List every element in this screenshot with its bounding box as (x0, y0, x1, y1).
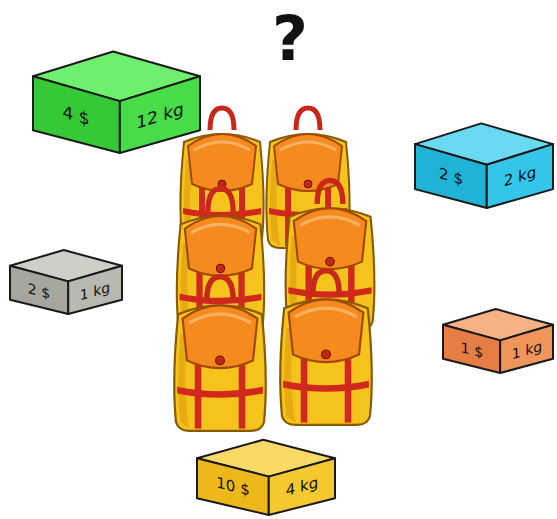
item-box: 10 $4 kg (197, 435, 335, 515)
item-box: 4 $12 kg (33, 45, 200, 153)
title: ? (272, 8, 308, 70)
item-box: 2 $2 kg (415, 118, 553, 208)
box-shape (33, 45, 200, 153)
box-shape (415, 118, 553, 208)
item-box: 1 $1 kg (443, 305, 553, 373)
item-box: 2 $1 kg (10, 246, 122, 314)
